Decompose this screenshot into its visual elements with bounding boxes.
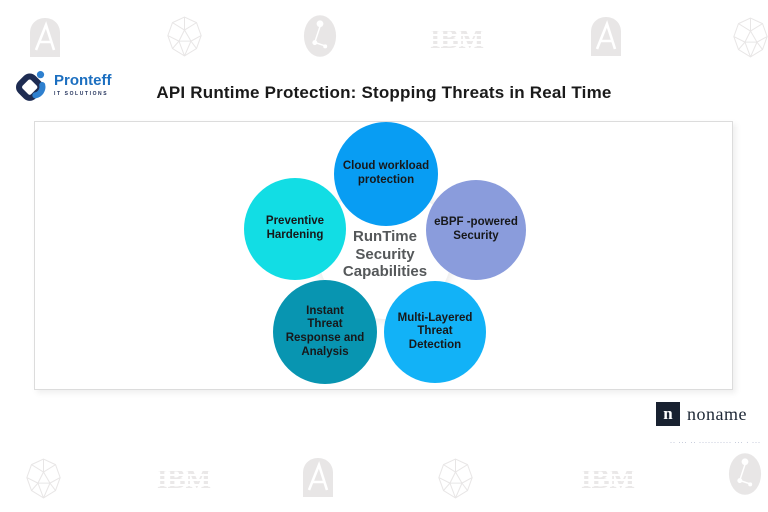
- noname-logo-text: noname: [687, 403, 747, 424]
- watermark-ibm-logo: IBM: [581, 464, 635, 494]
- pronteff-logo-subtext: IT SOLUTIONS: [54, 91, 109, 97]
- noname-logo: n noname: [656, 402, 747, 426]
- noname-logo-icon: n: [656, 402, 680, 426]
- circle-preventive-hardening: Preventive Hardening: [244, 178, 346, 280]
- pronteff-logo-text: Pronteff: [54, 72, 112, 89]
- circle-ebpf-powered-security: eBPF -powered Security: [426, 180, 526, 280]
- pronteff-logo-icon: [16, 71, 46, 101]
- watermark-molecule-icon: [728, 452, 762, 496]
- watermark-geodesic-icon: [25, 457, 62, 500]
- circle-cloud-workload-protection: Cloud workload protection: [334, 122, 438, 226]
- fine-print-text: ·· ··· ·· ··········· ··· · ···: [670, 440, 761, 446]
- page-title: API Runtime Protection: Stopping Threats…: [156, 83, 612, 102]
- watermark-ibm-logo: IBM: [430, 24, 484, 54]
- watermark-arch-a-icon: [301, 457, 335, 497]
- watermark-geodesic-icon: [732, 16, 768, 59]
- watermark-geodesic-icon: [437, 457, 474, 500]
- diagram-center-label: RunTime Security Capabilities: [342, 228, 428, 281]
- watermark-molecule-icon: [303, 14, 337, 58]
- watermark-ibm-logo: IBM: [157, 464, 211, 494]
- watermark-arch-a-icon: [589, 16, 623, 56]
- watermark-geodesic-icon: [166, 15, 203, 58]
- circle-instant-threat-response: Instant Threat Response and Analysis: [273, 280, 377, 384]
- pronteff-logo: Pronteff IT SOLUTIONS: [12, 66, 112, 104]
- watermark-arch-a-icon: [28, 17, 62, 57]
- circle-multi-layered-threat-detection: Multi-Layered Threat Detection: [384, 281, 486, 383]
